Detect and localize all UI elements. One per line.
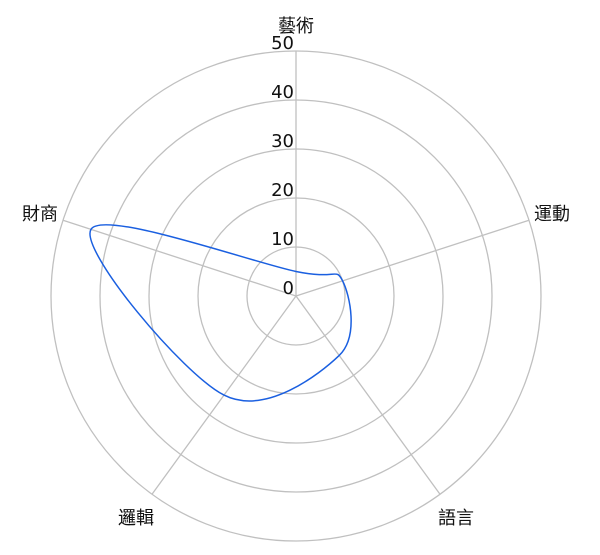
tick-label: 10	[271, 229, 294, 250]
axis-line	[295, 219, 530, 297]
axis-line	[62, 219, 297, 297]
category-label: 語言	[438, 508, 474, 529]
axis-line	[295, 295, 441, 495]
series-line	[89, 224, 352, 402]
category-label: 財商	[22, 204, 58, 225]
series	[89, 224, 352, 402]
axes	[62, 51, 530, 495]
tick-label: 30	[271, 131, 294, 152]
category-label: 邏輯	[118, 508, 154, 529]
tick-label: 20	[271, 180, 294, 201]
category-label: 運動	[534, 204, 570, 225]
tick-label: 50	[271, 33, 294, 54]
category-label: 藝術	[278, 16, 314, 37]
tick-label: 0	[283, 278, 294, 299]
tick-label: 40	[271, 82, 294, 103]
